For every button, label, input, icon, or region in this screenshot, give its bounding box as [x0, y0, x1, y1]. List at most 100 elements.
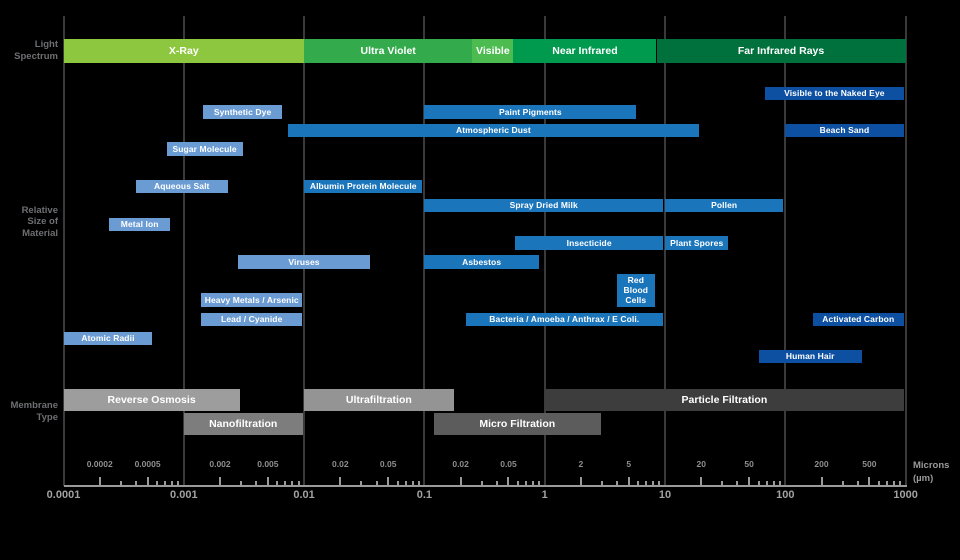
axis-minor-tick: [495, 480, 498, 486]
bar-atomic-radii: Atomic Radii: [63, 331, 153, 345]
row-label-light-spectrum: Light Spectrum: [14, 39, 58, 62]
bar-bacteria-amoeba-anthrax-e-coli: Bacteria / Amoeba / Anthrax / E Coli.: [465, 312, 663, 326]
bar-synthetic-dye: Synthetic Dye: [203, 105, 282, 119]
axis-major-label: 1000: [893, 489, 918, 501]
axis-minor-tick: [601, 480, 604, 486]
axis-minor-tick: [538, 480, 541, 486]
axis-minor-tick: [700, 476, 703, 486]
membrane-nanofiltration: Nanofiltration: [183, 413, 303, 435]
gridline: [303, 16, 306, 486]
bar-paint-pigments: Paint Pigments: [424, 105, 637, 119]
axis-minor-tick: [841, 480, 844, 486]
axis-minor-tick: [417, 480, 420, 486]
axis-minor-tick: [892, 480, 895, 486]
membrane-particle-filtration: Particle Filtration: [544, 389, 905, 411]
axis-minor-tick: [778, 480, 781, 486]
bar-asbestos: Asbestos: [424, 255, 539, 269]
bar-visible-to-the-naked-eye: Visible to the Naked Eye: [765, 86, 904, 100]
axis-minor-tick: [899, 480, 902, 486]
band-visible: Visible: [472, 39, 514, 63]
axis-major-label: 1: [541, 489, 548, 501]
bar-aqueous-salt: Aqueous Salt: [135, 179, 228, 193]
axis-minor-tick: [404, 480, 407, 486]
gridline: [182, 16, 185, 486]
membrane-reverse-osmosis: Reverse Osmosis: [63, 389, 240, 411]
axis-major-label: 0.01: [293, 489, 315, 501]
axis-minor-tick: [532, 480, 535, 486]
axis-minor-tick: [255, 480, 258, 486]
bar-viruses: Viruses: [237, 255, 371, 269]
bar-red-blood-cells: Red Blood Cells: [617, 273, 655, 307]
axis-minor-label: 200: [814, 459, 829, 469]
bar-plant-spores: Plant Spores: [665, 236, 729, 250]
band-far-infrared-rays: Far Infrared Rays: [656, 39, 906, 63]
axis-minor-tick: [164, 480, 167, 486]
membrane-micro-filtration: Micro Filtration: [433, 413, 601, 435]
bar-insecticide: Insecticide: [515, 236, 663, 250]
axis-baseline: [63, 485, 907, 487]
axis-minor-tick: [360, 480, 363, 486]
bar-beach-sand: Beach Sand: [785, 123, 904, 137]
axis-minor-tick: [411, 480, 414, 486]
axis-minor-tick: [885, 480, 888, 486]
axis-minor-label: 0.05: [379, 459, 397, 469]
axis-minor-tick: [517, 480, 519, 486]
axis-minor-tick: [658, 480, 661, 486]
gridline: [664, 16, 666, 486]
band-ultra-violet: Ultra Violet: [304, 39, 473, 63]
axis-major-label: 0.0001: [46, 489, 81, 501]
axis-minor-label: 500: [862, 459, 877, 469]
axis-unit-label: Microns (µm): [913, 460, 950, 484]
axis-minor-tick: [339, 476, 342, 486]
axis-minor-tick: [772, 480, 775, 486]
bar-atmospheric-dust: Atmospheric Dust: [287, 123, 700, 137]
axis-minor-tick: [616, 480, 619, 486]
bar-albumin-protein-molecule: Albumin Protein Molecule: [304, 179, 423, 193]
axis-minor-tick: [652, 480, 655, 486]
axis-minor-tick: [396, 480, 399, 486]
membrane-ultrafiltration: Ultrafiltration: [304, 389, 454, 411]
axis-minor-tick: [219, 476, 221, 486]
axis-minor-label: 0.002: [209, 459, 231, 469]
axis-minor-tick: [877, 480, 880, 486]
axis-minor-tick: [820, 476, 823, 486]
axis-minor-tick: [156, 480, 159, 486]
axis-minor-label: 0.02: [452, 459, 469, 469]
axis-major-label: 100: [776, 489, 795, 501]
axis-minor-tick: [579, 476, 582, 486]
axis-minor-label: 0.05: [500, 459, 517, 469]
axis-minor-label: 50: [744, 459, 754, 469]
bar-pollen: Pollen: [665, 198, 784, 212]
gridline: [423, 16, 426, 486]
axis-minor-tick: [240, 480, 243, 486]
axis-minor-tick: [480, 480, 483, 486]
axis-minor-tick: [736, 480, 739, 486]
axis-major-label: 10: [658, 489, 672, 501]
axis-minor-label: 0.0002: [86, 459, 113, 469]
bar-lead-cyanide: Lead / Cyanide: [201, 312, 303, 326]
axis-minor-tick: [757, 480, 760, 486]
axis-minor-tick: [748, 476, 751, 486]
gridline: [904, 16, 907, 486]
axis-minor-tick: [284, 480, 287, 486]
axis-minor-label: 0.02: [332, 459, 349, 469]
axis-minor-tick: [868, 476, 871, 486]
row-label-membrane-type: Membrane Type: [10, 400, 58, 423]
axis-minor-tick: [119, 480, 122, 486]
axis-minor-tick: [856, 480, 859, 486]
axis-minor-tick: [507, 476, 510, 486]
axis-minor-tick: [98, 476, 101, 486]
bar-heavy-metals-arsenic: Heavy Metals / Arsenic: [201, 293, 303, 307]
bar-spray-dried-milk: Spray Dried Milk: [424, 198, 663, 212]
axis-minor-label: 20: [696, 459, 706, 469]
axis-minor-tick: [721, 480, 724, 486]
axis-major-label: 0.001: [170, 489, 198, 501]
bar-metal-ion: Metal Ion: [109, 217, 171, 231]
axis-minor-tick: [177, 480, 180, 486]
axis-minor-tick: [637, 480, 640, 486]
axis-minor-tick: [525, 480, 528, 486]
axis-minor-tick: [627, 476, 630, 486]
axis-minor-tick: [459, 476, 462, 486]
band-near-infrared: Near Infrared: [513, 39, 657, 63]
axis-minor-label: 0.0005: [134, 459, 161, 469]
